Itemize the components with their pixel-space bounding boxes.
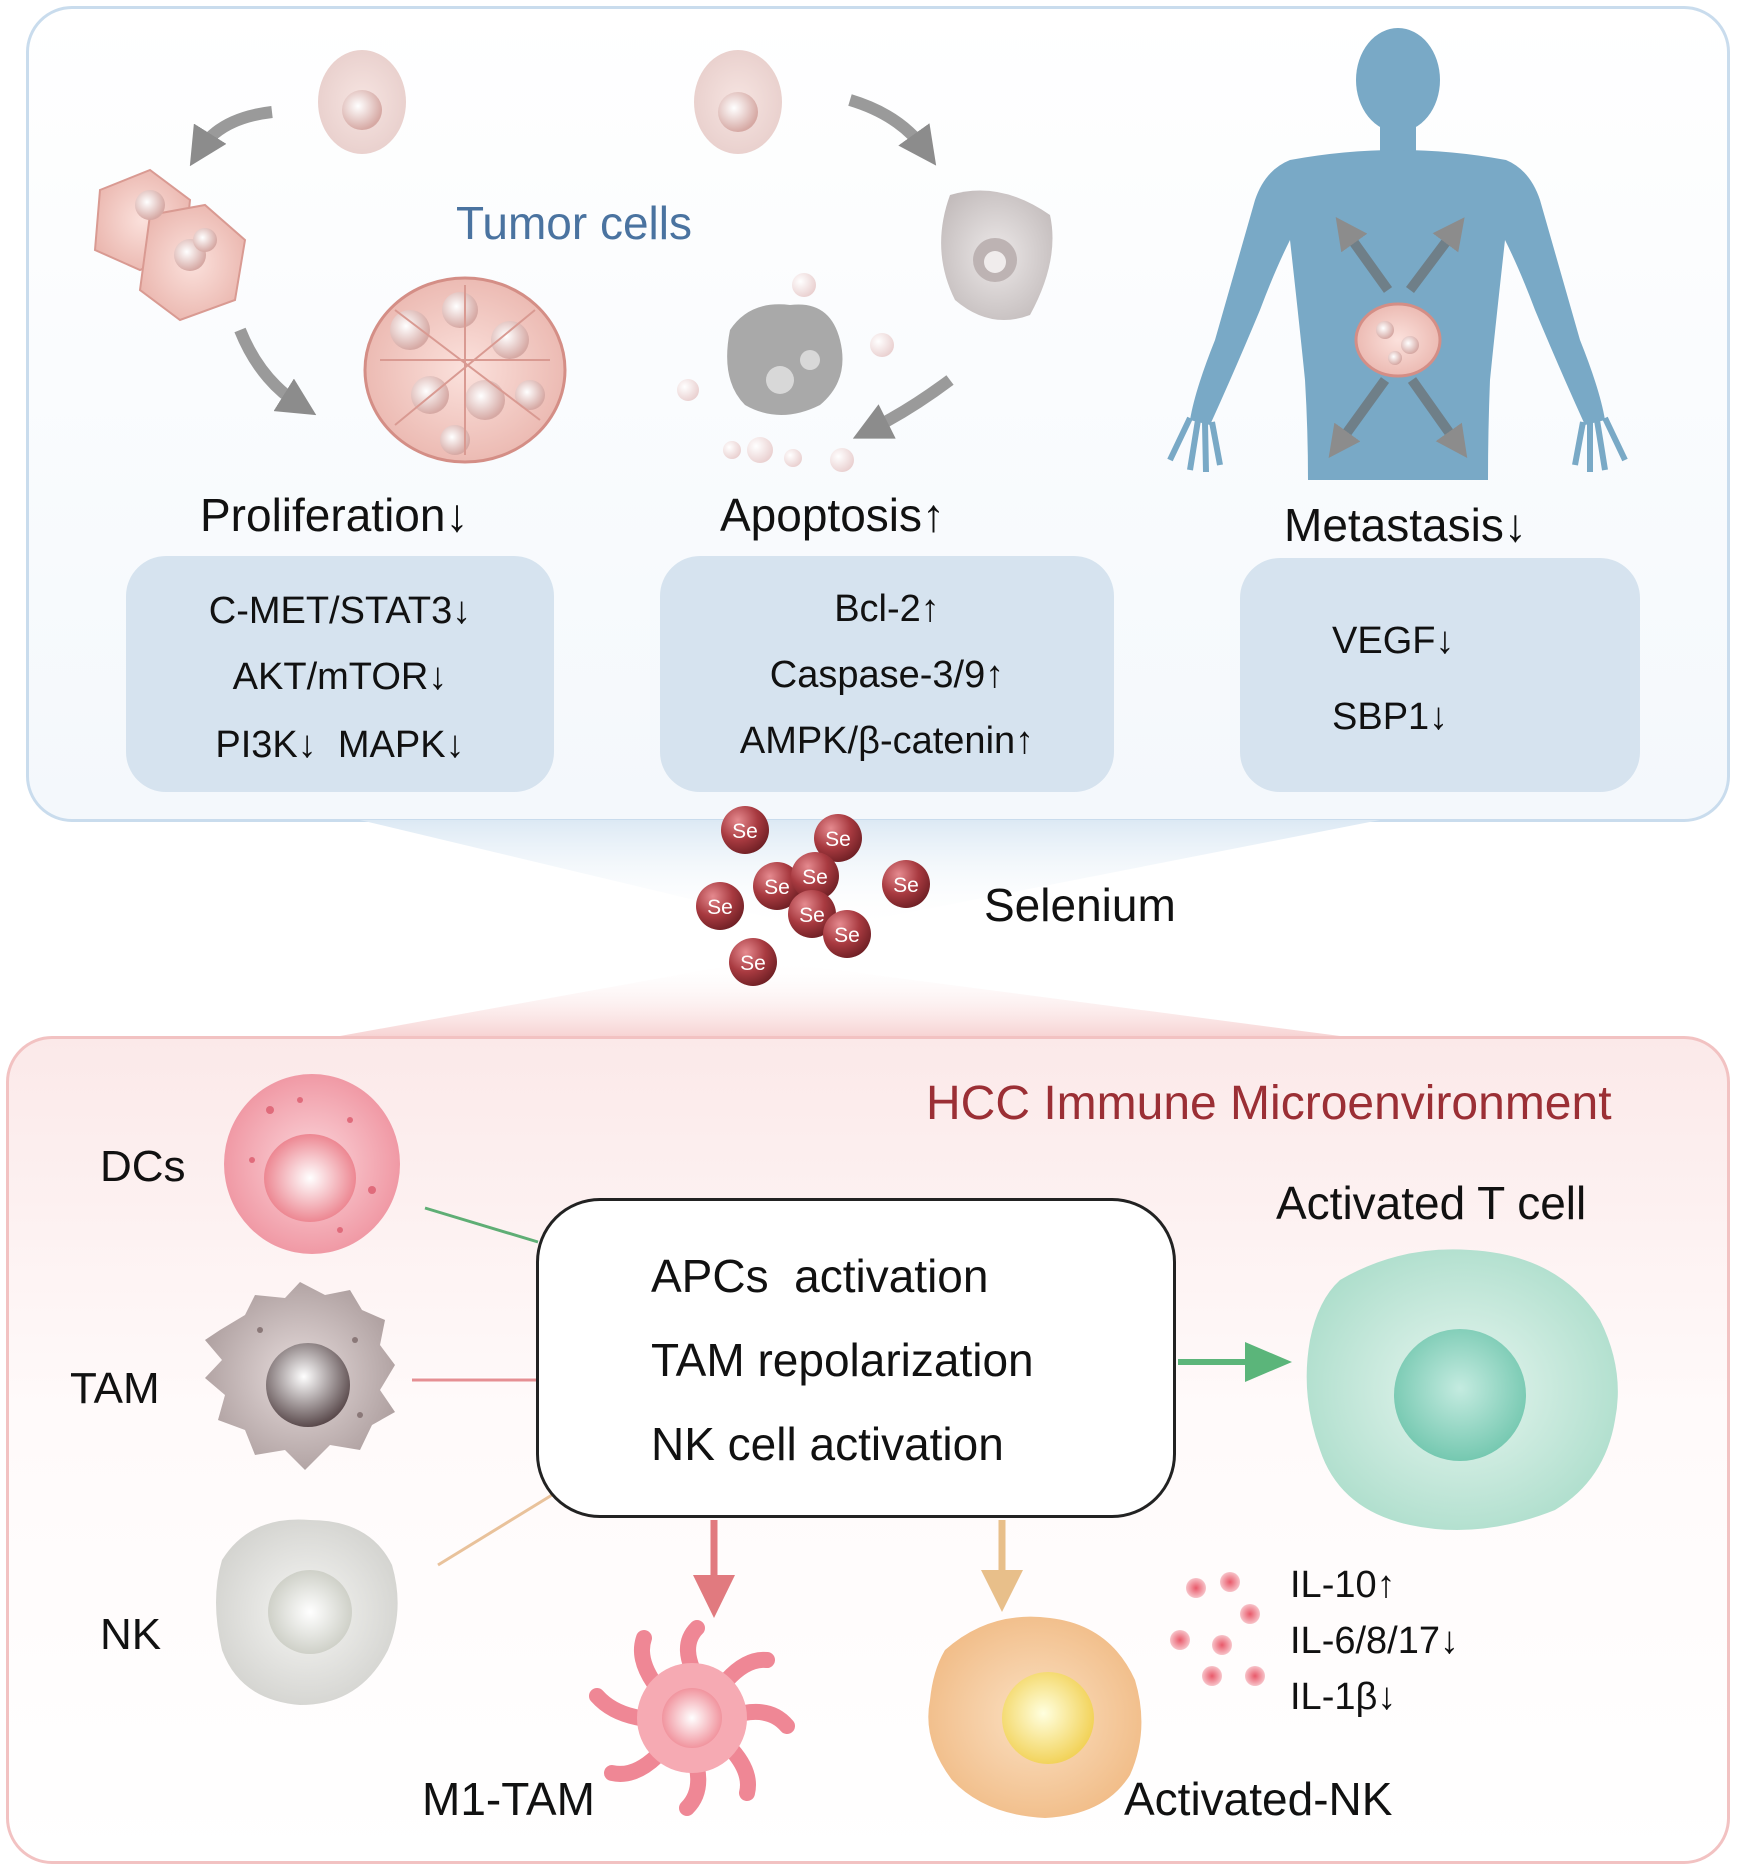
svg-text:Se: Se — [802, 866, 828, 889]
cytokine-label: IL-10↑ — [1290, 1564, 1396, 1606]
selenium-particle: Se — [721, 806, 769, 854]
selenium-particle: Se — [788, 890, 836, 938]
selenium-particle: Se — [753, 862, 801, 910]
tumor-mass-icon — [1354, 302, 1442, 378]
cytokine-label: IL-1β↓ — [1290, 1676, 1397, 1718]
svg-text:Se: Se — [707, 896, 733, 919]
proliferation-heading: Proliferation↓ — [200, 489, 469, 541]
svg-text:Se: Se — [825, 828, 851, 851]
selenium-label: Selenium — [984, 879, 1176, 931]
svg-text:Se: Se — [764, 876, 790, 899]
selenium-cluster: Se Se Se Se Se Se Se Se Se — [696, 806, 930, 986]
selenium-particle: Se — [729, 938, 777, 986]
red-funnel — [340, 960, 1340, 1036]
pathway-line: AMPK/β-catenin↑ — [739, 720, 1035, 762]
cytokine-label: IL-6/8/17↓ — [1290, 1620, 1459, 1662]
cytokine-dots — [1170, 1572, 1265, 1686]
m1-tam-label: M1-TAM — [422, 1773, 595, 1825]
apoptosis-heading: Apoptosis↑ — [720, 489, 946, 541]
activated-nk-cell-icon — [928, 1616, 1142, 1818]
dc-connector — [424, 1206, 539, 1244]
svg-text:Se: Se — [834, 924, 860, 947]
cycle-arrow-icon — [234, 327, 317, 416]
blue-funnel — [360, 820, 1380, 930]
selenium-particle: Se — [696, 882, 744, 930]
arrow-to-m1-tam-icon — [693, 1520, 735, 1618]
pathway-line: PI3K↓ MAPK↓ — [215, 724, 465, 766]
svg-text:Se: Se — [893, 874, 919, 897]
pathway-line: VEGF↓ — [1332, 620, 1455, 662]
effect-line: TAM repolarization — [651, 1334, 1034, 1386]
pathway-line: AKT/mTOR↓ — [232, 656, 448, 698]
proliferation-illustration — [93, 50, 567, 464]
pathway-line: SBP1↓ — [1332, 696, 1449, 738]
svg-text:Se: Se — [799, 904, 825, 927]
nk-connector — [437, 1493, 553, 1567]
tam-label: TAM — [70, 1364, 160, 1413]
activated-t-cell-label: Activated T cell — [1276, 1177, 1587, 1229]
tumor-cells-title: Tumor cells — [456, 197, 692, 249]
dcs-label: DCs — [100, 1142, 186, 1191]
selenium-particle: Se — [882, 860, 930, 908]
pathway-line: Caspase-3/9↑ — [769, 654, 1005, 696]
nk-cell-icon — [216, 1519, 398, 1705]
cycle-arrow-icon — [848, 94, 937, 166]
svg-text:Se: Se — [740, 952, 766, 975]
human-body-icon — [1167, 28, 1628, 480]
cycle-arrow-icon — [189, 106, 273, 167]
tam-cell-icon — [205, 1282, 395, 1470]
immune-effects-box: APCs activation TAM repolarization NK ce… — [536, 1198, 1176, 1518]
apoptosis-illustration — [677, 50, 1053, 472]
activated-nk-label: Activated-NK — [1124, 1773, 1393, 1825]
immune-title: HCC Immune Microenvironment — [926, 1077, 1612, 1130]
pathway-line: Bcl-2↑ — [834, 588, 940, 630]
pathway-line: C-MET/STAT3↓ — [208, 590, 472, 632]
proliferation-pathway-box: C-MET/STAT3↓ AKT/mTOR↓ PI3K↓ MAPK↓ — [126, 556, 554, 792]
tumor-mass-icon — [363, 276, 567, 464]
dividing-cells-icon — [93, 168, 247, 322]
nk-label: NK — [100, 1610, 162, 1659]
arrow-to-t-cell-icon — [1178, 1342, 1292, 1382]
apoptotic-body-icon — [727, 304, 843, 415]
selenium-particle: Se — [823, 910, 871, 958]
dc-cell-icon — [224, 1074, 400, 1254]
selenium-particle: Se — [791, 852, 839, 900]
apoptosis-pathway-box: Bcl-2↑ Caspase-3/9↑ AMPK/β-catenin↑ — [660, 556, 1114, 792]
cycle-arrow-icon — [852, 375, 954, 439]
activated-t-cell-icon — [1306, 1249, 1618, 1530]
metastasis-pathway-box: VEGF↓ SBP1↓ — [1240, 558, 1640, 792]
effect-line: NK cell activation — [651, 1418, 1004, 1470]
arrow-to-activated-nk-icon — [981, 1520, 1023, 1612]
effect-line: APCs activation — [651, 1250, 989, 1302]
metastasis-heading: Metastasis↓ — [1284, 499, 1527, 551]
m1-tam-cell-icon — [589, 1620, 795, 1816]
selenium-particle: Se — [814, 814, 862, 862]
svg-text:Se: Se — [732, 820, 758, 843]
